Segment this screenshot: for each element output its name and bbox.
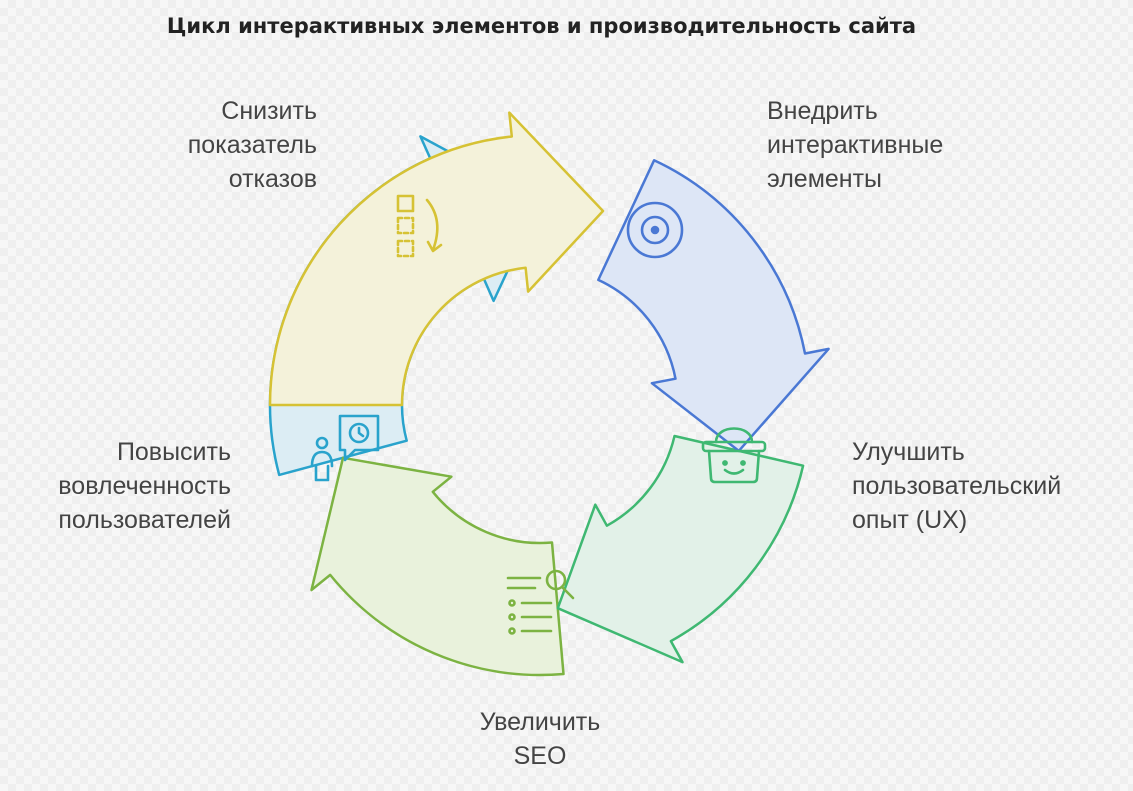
cycle-segments: [268, 111, 830, 677]
user-chat-clock-icon: [310, 414, 380, 482]
target-icon: [626, 201, 684, 259]
cycle-arrow-ux: [556, 434, 805, 664]
cycle-arrow-seo: [310, 456, 565, 677]
diagram-title: Цикл интерактивных элементов и производи…: [166, 14, 917, 38]
cycle-arrow-implement: [597, 159, 830, 453]
search-list-icon: [506, 569, 575, 635]
stacked-squares-arrow-icon: [396, 194, 443, 258]
smiling-basket-icon: [701, 427, 767, 484]
cycle-arrow-reduce: [268, 111, 605, 407]
